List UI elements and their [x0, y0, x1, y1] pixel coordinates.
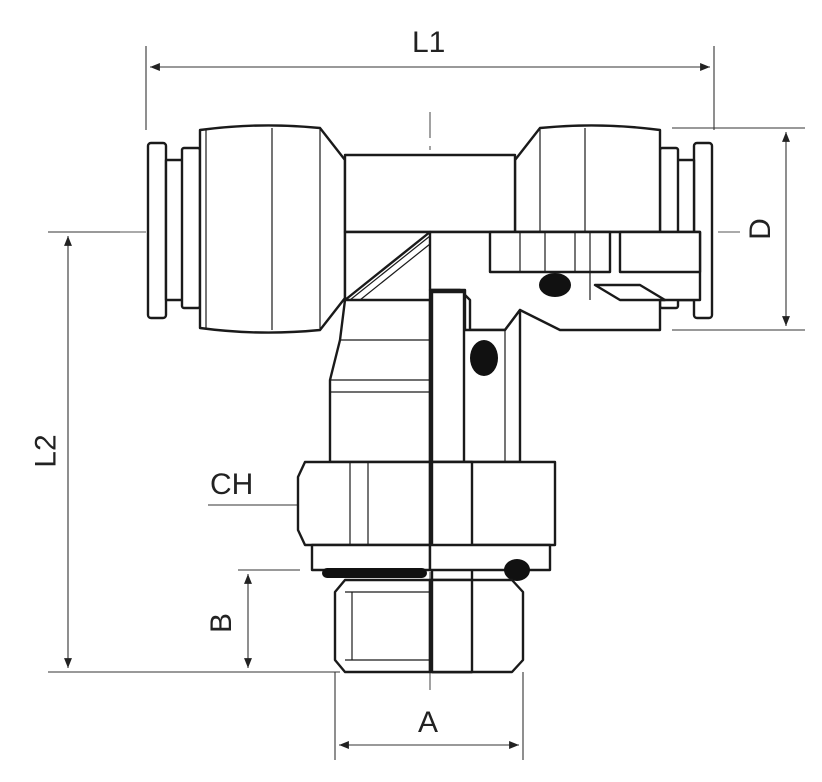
stem — [328, 288, 522, 464]
left-collet — [146, 124, 347, 334]
threaded-spigot — [333, 578, 525, 674]
dimension-label-l1: L1 — [412, 26, 446, 59]
dimension-lines — [48, 46, 805, 760]
dimension-label-b: B — [205, 612, 239, 634]
tee-body — [343, 153, 517, 302]
dimension-label-ch: CH — [210, 468, 254, 501]
dimension-label-a: A — [418, 706, 439, 739]
o-ring — [322, 559, 530, 581]
dimension-label-l2: L2 — [29, 434, 63, 468]
section-view — [428, 230, 702, 332]
dimension-label-d: D — [743, 218, 777, 240]
